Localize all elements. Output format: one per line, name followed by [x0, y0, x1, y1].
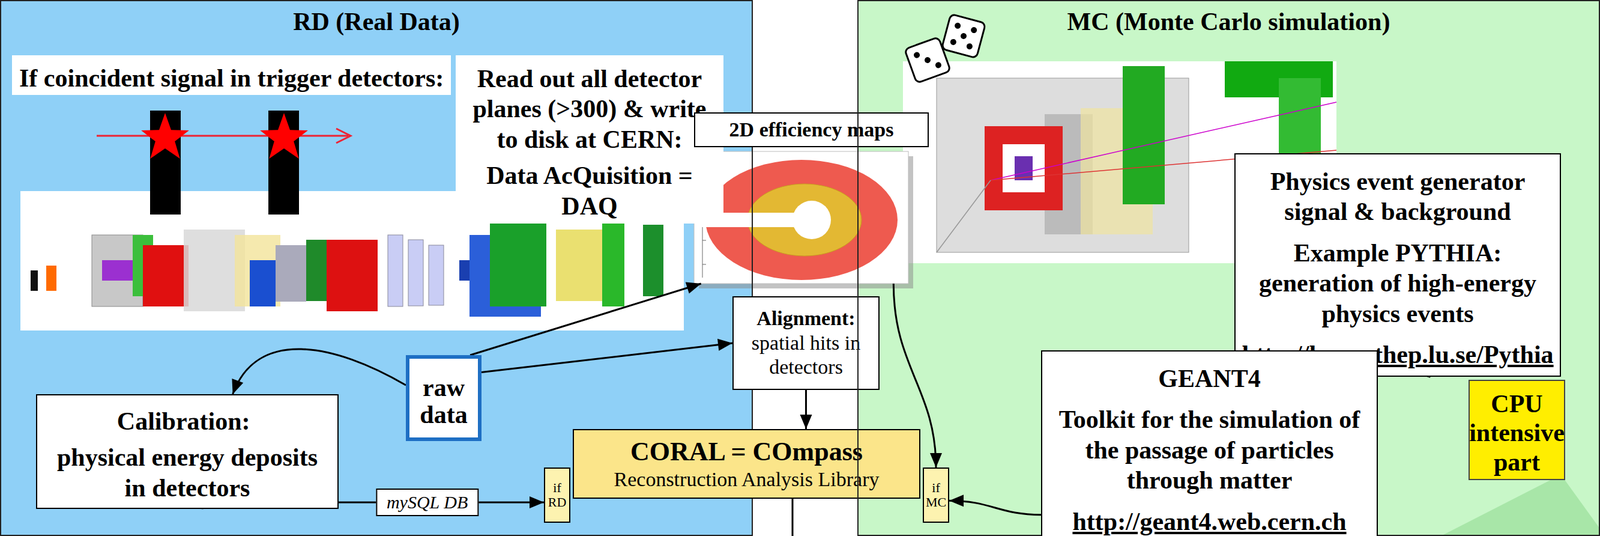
text-strip: If coincident signal in trigger detector… [12, 55, 451, 95]
arrowhead [231, 378, 244, 394]
drawing-part [960, 32, 968, 40]
drawing-part [941, 13, 986, 58]
library-box: CORAL = COmpassReconstruction Analysis L… [543, 428, 950, 523]
drawing-part [275, 244, 307, 302]
connector-arrow [800, 389, 813, 429]
drawing-part [489, 214, 547, 307]
drawing-part [949, 38, 957, 46]
node-text: Alignment: [756, 306, 855, 331]
drawing-part [923, 56, 932, 65]
node-text: http://geant4.web.cern.ch [1072, 506, 1347, 536]
drawing-part [984, 126, 1063, 211]
drawing-part [408, 239, 424, 306]
drawing-part [953, 22, 962, 30]
drawing-part [1002, 144, 1045, 193]
trigger-detectors [96, 110, 351, 215]
process-box: Calibration: physical energy deposits in … [36, 393, 339, 509]
arrowhead [800, 414, 813, 429]
drawing-part [141, 112, 190, 159]
process-box: Physics event generator signal & backgro… [1234, 153, 1561, 377]
raw-data-box: raw data [405, 354, 482, 441]
text-line: Calibration: physical energy deposits in … [44, 399, 331, 503]
node-text: Reconstruction Analysis Library [614, 467, 880, 491]
simulation-panel: MC (Monte Carlo simulation) Physics event… [857, 0, 1600, 536]
connector-line [470, 283, 702, 355]
arrowhead [529, 495, 544, 508]
connector-arrow [481, 338, 733, 373]
node-text: spatial hits in detectors [739, 330, 873, 381]
node-text: Data AcQuisition = DAQ [461, 160, 718, 221]
drawing-part [387, 234, 403, 307]
text-panel: Read out all detector planes (>300) & wr… [455, 55, 724, 224]
node-text: Toolkit for the simulation of the passag… [1050, 404, 1369, 495]
node-text: 2D efficiency maps [694, 112, 929, 148]
drawing-part [555, 229, 603, 301]
node-text: CORAL = COmpass [630, 436, 863, 468]
drawing-part [306, 239, 327, 301]
connector-line [481, 342, 733, 373]
connector-arrow [470, 282, 702, 356]
drawing-part [643, 224, 664, 296]
arrowhead [949, 494, 964, 507]
efficiency-map: 2D efficiency maps [694, 112, 929, 284]
input-port: if MC [922, 467, 950, 523]
efficiency-map-plot [694, 151, 914, 289]
node-text: if RD [546, 480, 568, 510]
library-body: CORAL = COmpassReconstruction Analysis L… [572, 428, 921, 499]
node-text: If coincident signal in trigger detector… [19, 63, 444, 93]
node-text: CPU intensive part [1469, 389, 1565, 477]
node-text: Calibration: [44, 405, 323, 436]
drawing-part [970, 26, 978, 34]
node-text: raw data [411, 374, 476, 427]
connector-line [232, 348, 406, 394]
process-box: GEANT4Toolkit for the simulation of the … [1041, 350, 1378, 536]
big-arrow [1440, 474, 1600, 536]
input-port: if RD [543, 467, 571, 523]
drawing-part [428, 244, 444, 305]
output-line [791, 498, 794, 536]
arrowhead [685, 282, 702, 294]
drawing-part [326, 239, 378, 311]
node-text: Read out all detector planes (>300) & wr… [461, 63, 718, 155]
node-text: Physics event generator signal & backgro… [1243, 166, 1552, 227]
drawing-part [934, 61, 943, 70]
arrowhead [717, 338, 733, 351]
node-text: physical energy deposits in detectors [44, 441, 331, 503]
drawing-part [336, 128, 351, 143]
arrowhead [929, 452, 942, 468]
edge-label: mySQL DB [375, 488, 479, 516]
drawing-part [30, 270, 38, 291]
drawing-part [941, 13, 986, 58]
drawing-part [702, 240, 707, 241]
node-text: if MC [925, 480, 947, 510]
drawing-part [702, 264, 707, 265]
drawing-part [46, 265, 57, 291]
drawing-part [602, 209, 625, 307]
drawing-part [249, 259, 276, 307]
note-box: CPU intensive part [1468, 379, 1566, 480]
panel-title: MC (Monte Carlo simulation) [858, 7, 1599, 37]
panel-title: RD (Real Data) [1, 7, 752, 37]
connector-arrow [231, 348, 406, 394]
drawing-part [1122, 66, 1165, 205]
drawing-part [142, 244, 189, 307]
daq-note: If coincident signal in trigger detector… [12, 55, 651, 191]
drawing-part [96, 135, 349, 137]
drawing-part [913, 51, 921, 59]
dice [904, 13, 986, 83]
drawing-part [259, 112, 308, 159]
panel-ground [857, 0, 1600, 536]
connector-arrow [949, 494, 1042, 515]
drawing-part [966, 42, 974, 50]
drawing-part [694, 151, 909, 284]
drawing-part [234, 234, 281, 307]
drawing-part [936, 180, 991, 253]
node-text: GEANT4 [1158, 363, 1261, 394]
node-text: Example PYTHIA: generation of high-energ… [1243, 237, 1552, 329]
